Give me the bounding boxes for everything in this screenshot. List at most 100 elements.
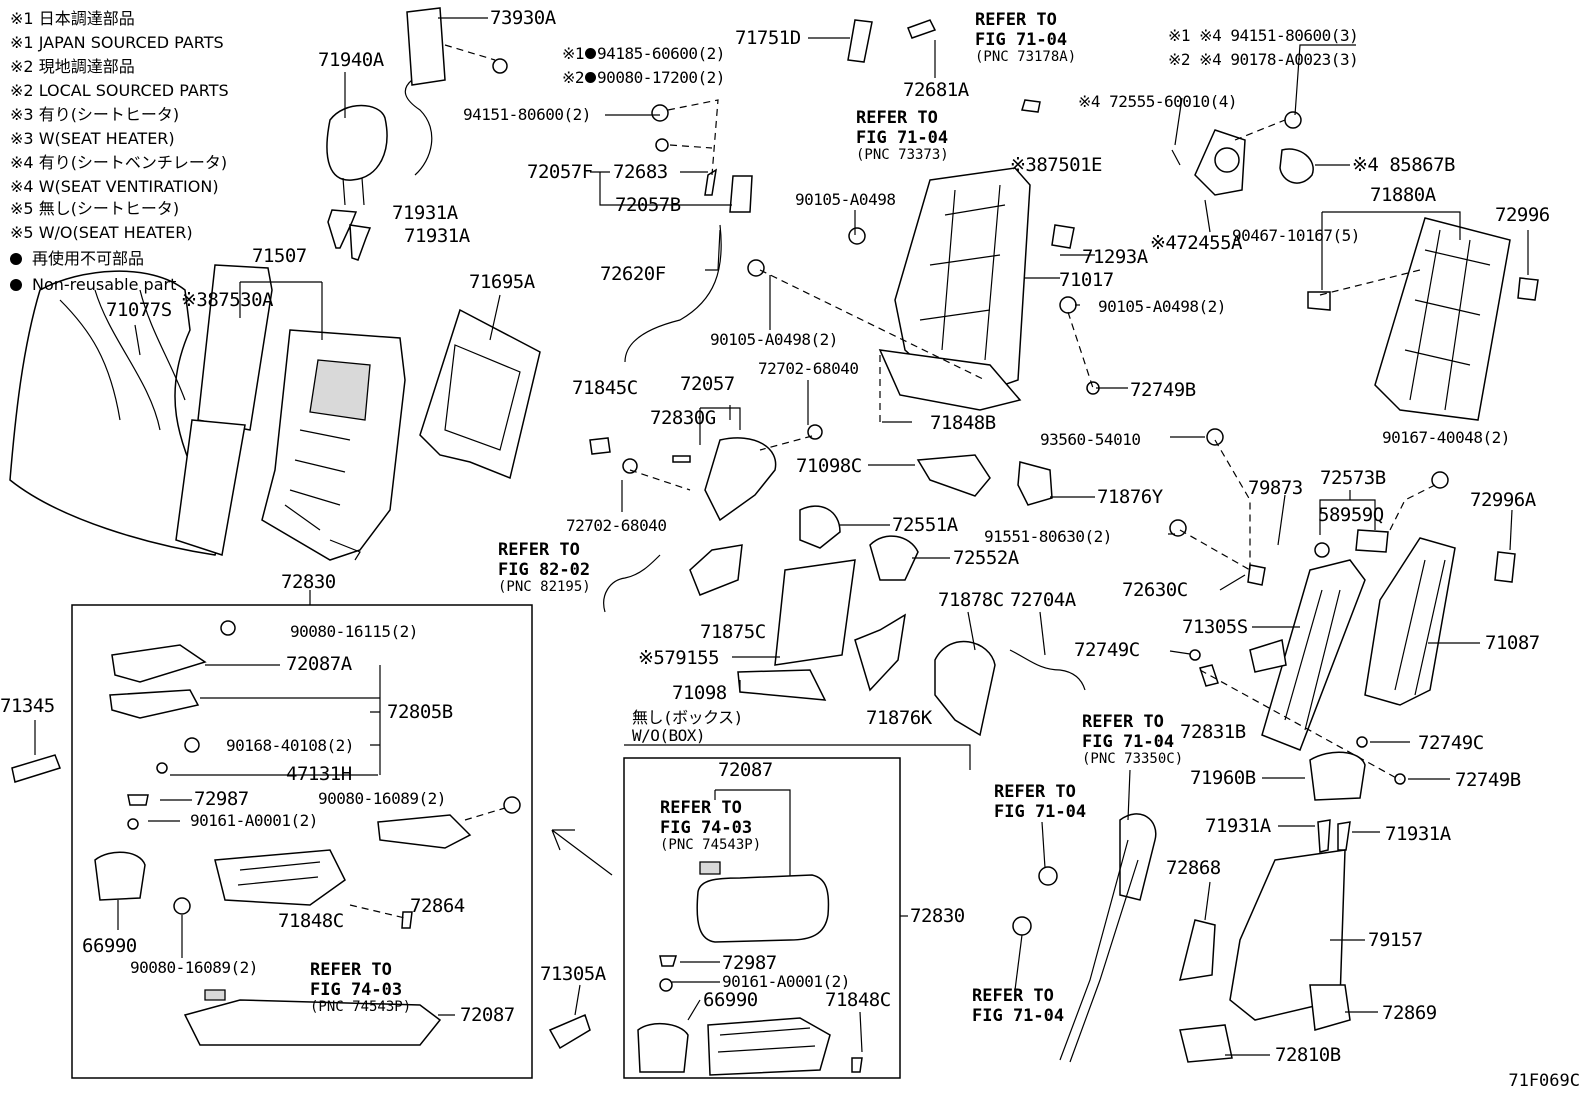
- part-number: 94185-60600(2): [597, 44, 725, 63]
- part-label-72620F: 72620F: [600, 263, 666, 285]
- legend-item-10: ※5 W/O(SEAT HEATER): [10, 224, 193, 242]
- part-label-71931A-1: 71931A: [392, 202, 458, 224]
- refer-block-82195: REFER TO FIG 82-02 (PNC 82195): [498, 540, 591, 595]
- legend-text: W/O(SEAT HEATER): [38, 223, 193, 242]
- refer-pnc: (PNC 73178A): [975, 49, 1077, 65]
- harness-82195: [603, 554, 661, 613]
- legend-item-3: ※2 現地調達部品: [10, 58, 135, 76]
- part-label-71880A: 71880A: [1370, 184, 1436, 206]
- legend-mark: ※4: [10, 177, 34, 196]
- part-label-72987-b: 72987: [722, 952, 777, 974]
- note-wo-box-jp: 無し(ボックス): [632, 708, 743, 727]
- refer-block-71-04-a: REFER TO FIG 71-04: [994, 782, 1086, 822]
- part-label-71751D: 71751D: [735, 27, 801, 49]
- refer-fig: FIG 71-04: [1082, 732, 1175, 752]
- part-label-71345: 71345: [0, 695, 55, 717]
- part-label-72702-b: 72702-68040: [566, 516, 667, 535]
- part-label-66990-b: 66990: [703, 989, 758, 1011]
- refer-line: REFER TO: [1082, 712, 1164, 732]
- part-label-72552A: 72552A: [953, 547, 1019, 569]
- part-label-90105-2a: 90105-A0498(2): [710, 330, 838, 349]
- refer-line: REFER TO: [660, 798, 742, 818]
- part-label-73930A: 73930A: [490, 7, 556, 29]
- lower-covers: [1178, 849, 1351, 1063]
- part-71305A: [548, 1013, 591, 1050]
- side-frame-71305S: [1249, 559, 1366, 751]
- part-label-72551A: 72551A: [892, 514, 958, 536]
- part-label-71848B: 71848B: [930, 412, 996, 434]
- part-label-72702-a: 72702-68040: [758, 359, 859, 378]
- seatback-board-71695A: [419, 308, 541, 480]
- part-label-90178: ※2 ※4 90178-A0023(3): [1168, 50, 1359, 69]
- part-label-71695A: 71695A: [469, 271, 535, 293]
- part-label-90105-top: 90105-A0498: [795, 190, 896, 209]
- headrest-71960B: [1309, 751, 1366, 801]
- wire-72620F: [624, 224, 722, 363]
- part-number: 85867B: [1389, 154, 1455, 176]
- part-label-71960B: 71960B: [1190, 767, 1256, 789]
- part-label-72987-a: 72987: [194, 788, 249, 810]
- refer-pnc: (PNC 82195): [498, 579, 591, 595]
- part-label-71931A-3: 71931A: [1205, 815, 1271, 837]
- refer-fig: FIG 71-04: [856, 128, 949, 148]
- part-label-85867B: ※4 85867B: [1352, 155, 1455, 175]
- refer-line: REFER TO: [972, 986, 1054, 1006]
- fan-assembly: [1171, 111, 1314, 196]
- legend-text: W(SEAT HEATER): [38, 129, 175, 148]
- part-label-79157: 79157: [1368, 929, 1423, 951]
- part-label-90080-16089-a: 90080-16089(2): [318, 789, 446, 808]
- direction-arrow: [551, 829, 613, 876]
- vent-duct-71880A: [1307, 217, 1539, 421]
- part-label-72630C: 72630C: [1122, 579, 1188, 601]
- part-label-71098: 71098: [672, 682, 727, 704]
- refer-block-74543P-b: REFER TO FIG 74-03 (PNC 74543P): [310, 960, 411, 1015]
- guide-pins-71931A: [327, 209, 372, 261]
- part-label-94151-right: ※1 ※4 94151-80600(3): [1168, 26, 1359, 45]
- legend-item-6: ※3 W(SEAT HEATER): [10, 130, 175, 148]
- part-number: 90080-17200(2): [597, 68, 725, 87]
- refer-fig: FIG 71-04: [972, 1006, 1065, 1026]
- refer-pnc: (PNC 73350C): [1082, 751, 1184, 767]
- part-label-72087-b: 72087: [718, 759, 773, 781]
- refer-pnc: (PNC 74543P): [660, 837, 762, 853]
- mark-5: ※5: [638, 647, 665, 669]
- part-label-66990-a: 66990: [82, 935, 137, 957]
- part-label-72749C-2: 72749C: [1418, 732, 1484, 754]
- part-label-90167: 90167-40048(2): [1382, 428, 1510, 447]
- note-wo-box-en: W/O(BOX): [632, 726, 706, 745]
- shield-72057: [689, 437, 1053, 737]
- legend-item-1: ※1 日本調達部品: [10, 10, 135, 28]
- part-label-90467: 90467-10167(5): [1232, 226, 1360, 245]
- inset-box-72830: [71, 590, 533, 1079]
- refer-fig: FIG 74-03: [660, 818, 753, 838]
- part-label-72057: 72057: [680, 373, 735, 395]
- mark-2: ※2: [562, 68, 585, 87]
- non-reusable-dot-icon: [10, 279, 22, 291]
- part-label-72087-a: 72087: [460, 1004, 515, 1026]
- part-label-72830G: 72830G: [650, 407, 716, 429]
- part-label-90168: 90168-40108(2): [226, 736, 354, 755]
- part-label-71848C-a: 71848C: [278, 910, 344, 932]
- refer-pnc: (PNC 74543P): [310, 999, 412, 1015]
- legend-item-12: Non-reusable part: [10, 276, 176, 294]
- legend-text: 現地調達部品: [38, 57, 135, 76]
- part-label-90161-a: 90161-A0001(2): [190, 811, 318, 830]
- mark-4: ※4: [1150, 232, 1177, 254]
- part-label-72810B: 72810B: [1275, 1044, 1341, 1066]
- part-label-71305A: 71305A: [540, 963, 606, 985]
- leader-lines: [134, 17, 1529, 1056]
- legend-mark: ※3: [10, 129, 34, 148]
- seat-frame-71017: [878, 99, 1075, 411]
- part-label-71940A: 71940A: [318, 49, 384, 71]
- refer-line: REFER TO: [498, 540, 580, 560]
- legend-item-11: 再使用不可部品: [10, 250, 144, 268]
- legend-mark: ※1: [10, 33, 34, 52]
- refer-fig: FIG 74-03: [310, 980, 403, 1000]
- part-label-71848C-b: 71848C: [825, 989, 891, 1011]
- part-label-58959Q: 58959Q: [1318, 504, 1384, 526]
- part-label-72749C-1: 72749C: [1074, 639, 1140, 661]
- figure-code: 71F069C: [1508, 1071, 1580, 1091]
- part-label-79873: 79873: [1248, 477, 1303, 499]
